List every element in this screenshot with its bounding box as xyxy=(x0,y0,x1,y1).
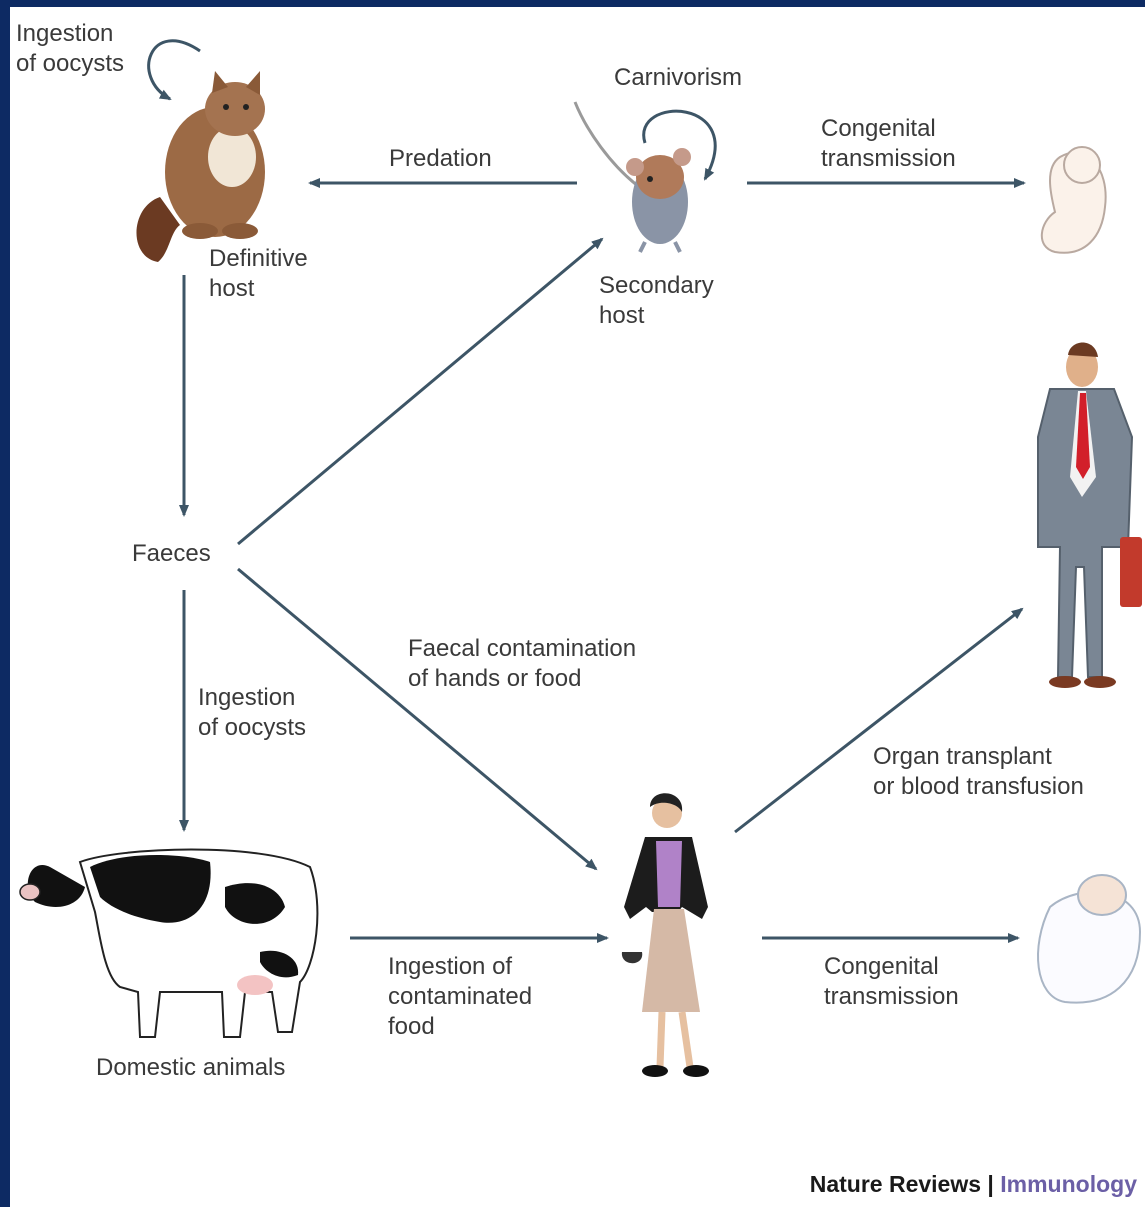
label-ingestion-oocysts-top: Ingestion of oocysts xyxy=(16,20,125,77)
credit-journal: Nature Reviews xyxy=(809,1171,982,1197)
loop-arrow-mouse xyxy=(642,109,717,181)
fetus-icon xyxy=(1040,146,1107,254)
loop-arrow-cat xyxy=(147,39,201,101)
cow-icon xyxy=(19,848,319,1038)
credit-section: Immunology xyxy=(1000,1171,1137,1197)
journal-credit: Nature Reviews | Immunology xyxy=(810,1171,1137,1198)
businessman-icon xyxy=(1037,342,1142,688)
baby-icon xyxy=(1037,874,1142,1004)
life-cycle-diagram xyxy=(19,39,1142,1077)
label-carnivorism: Carnivorism xyxy=(614,64,743,91)
label-secondary-host: Secondary host xyxy=(599,272,714,329)
credit-separator: | xyxy=(981,1171,1001,1197)
cat-icon xyxy=(136,71,265,262)
arrow-woman-to-man xyxy=(734,607,1024,834)
woman-icon xyxy=(621,793,709,1077)
label-congenital-top: Congenital transmission xyxy=(821,115,956,172)
label-ingestion-oocysts-mid: Ingestion of oocysts xyxy=(198,684,307,741)
label-predation: Predation xyxy=(389,145,492,172)
label-faeces: Faeces xyxy=(132,540,211,567)
label-ingestion-food: Ingestion of contaminated food xyxy=(388,953,533,1040)
arrow-faeces-to-woman xyxy=(237,567,598,871)
label-domestic-animals: Domestic animals xyxy=(96,1054,286,1081)
label-congenital-bottom: Congenital transmission xyxy=(824,953,959,1010)
label-organ-transplant: Organ transplant or blood transfusion xyxy=(873,743,1084,800)
label-definitive-host: Definitive host xyxy=(209,245,308,302)
arrow-faeces-to-mouse xyxy=(237,237,604,546)
mouse-icon xyxy=(573,101,691,253)
diagram-canvas: Ingestion of oocysts Carnivorism Predati… xyxy=(10,7,1145,1207)
label-faecal-contamination: Faecal contamination of hands or food xyxy=(408,635,637,692)
